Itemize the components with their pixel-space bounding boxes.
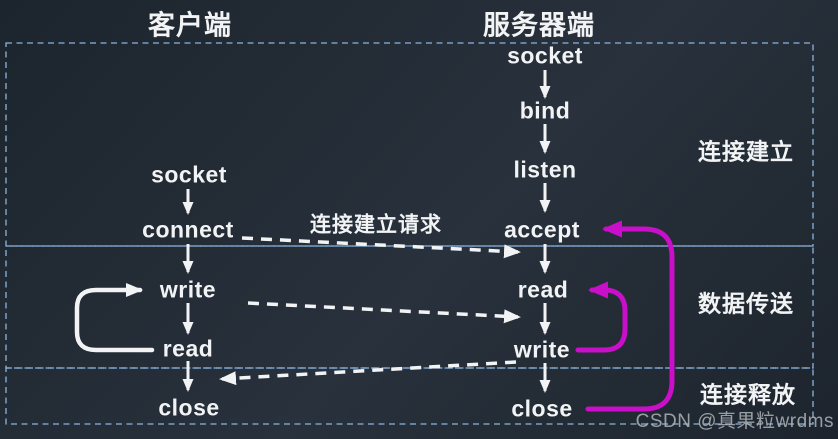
server-column-header: 服务器端 xyxy=(483,10,595,41)
client-loop-read-to-write xyxy=(74,283,155,353)
client-step-write: write xyxy=(159,276,217,303)
region-label-transfer: 数据传送 xyxy=(698,290,794,317)
connect-request-label: 连接建立请求 xyxy=(310,213,442,237)
server-loop-close-to-accept xyxy=(585,220,675,412)
server-step-bind: bind xyxy=(519,97,571,124)
region-box-establish xyxy=(5,42,814,247)
server-step-listen: listen xyxy=(513,156,577,183)
server-step-accept: accept xyxy=(504,216,580,243)
client-step-read: read xyxy=(162,335,214,362)
region-box-release xyxy=(5,367,814,425)
client-step-socket: socket xyxy=(151,161,227,188)
message-arrow-server-write-to-client-close xyxy=(219,360,517,386)
client-step-connect: connect xyxy=(142,216,234,243)
server-step-write: write xyxy=(513,336,571,363)
server-step-socket: socket xyxy=(507,42,583,69)
region-box-transfer xyxy=(5,245,814,369)
region-label-release: 连接释放 xyxy=(700,381,796,408)
server-step-close: close xyxy=(511,395,573,422)
client-column-header: 客户端 xyxy=(148,10,232,41)
client-step-close: close xyxy=(158,394,220,421)
message-arrow-client-write-to-server-read xyxy=(247,301,521,324)
server-loop-write-to-read xyxy=(575,281,628,353)
message-arrow-connect-to-accept xyxy=(241,236,521,259)
region-label-establish: 连接建立 xyxy=(698,138,794,165)
server-step-read: read xyxy=(517,276,569,303)
csdn-watermark: CSDN @真果粒wrdms xyxy=(635,411,834,432)
